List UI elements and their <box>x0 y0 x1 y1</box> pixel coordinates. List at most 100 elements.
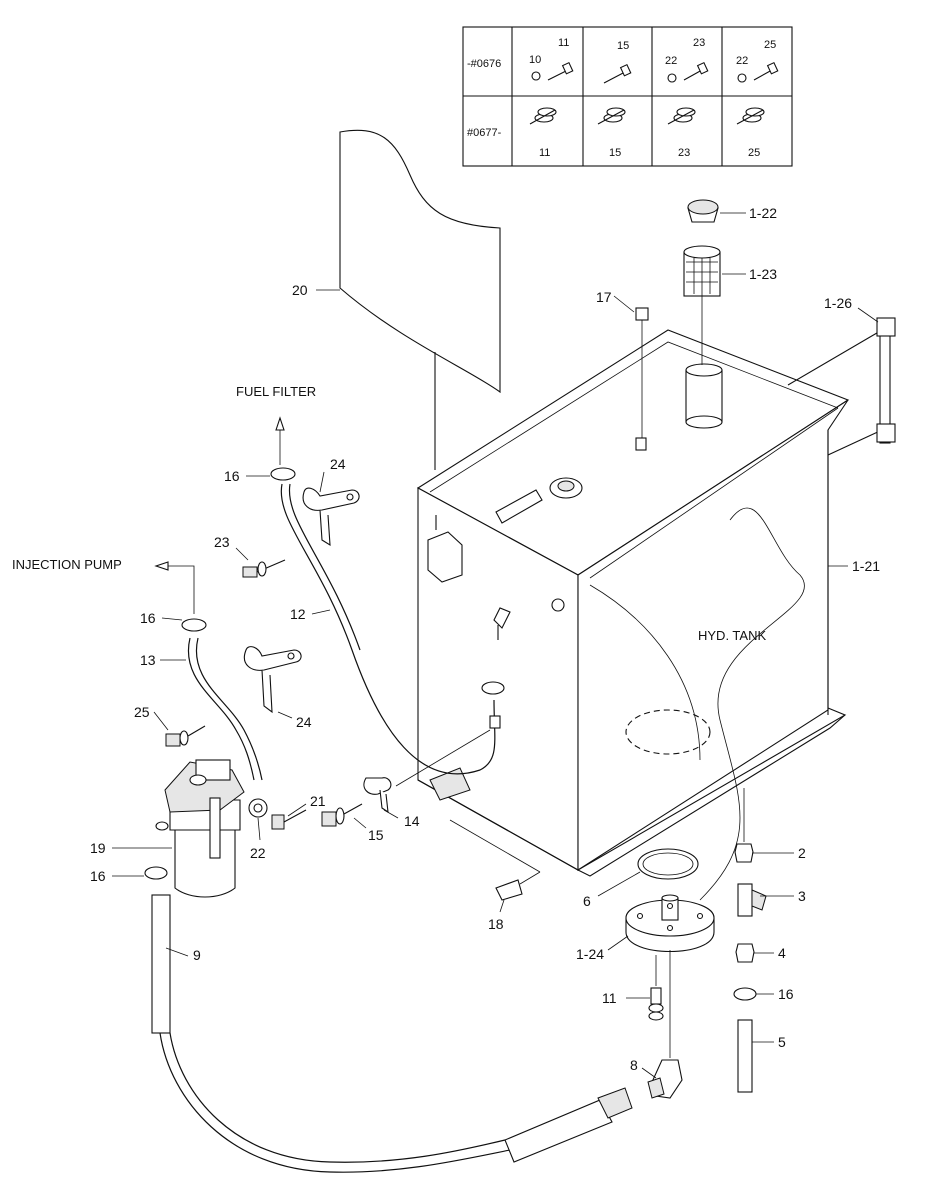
table-part-number: 25 <box>764 39 776 51</box>
hyd-tank-label: HYD. TANK <box>698 628 766 643</box>
flow-arrow-up <box>275 416 285 465</box>
callout-1-22: 1-22 <box>749 205 777 221</box>
elbow-fitting <box>647 1059 683 1099</box>
fuel-filter <box>155 759 245 898</box>
suction-hose <box>151 894 633 1173</box>
bolt-icon <box>547 61 574 81</box>
callout-20: 20 <box>292 282 308 298</box>
callout-2: 2 <box>798 845 806 861</box>
bolt <box>321 803 363 827</box>
callout-15: 15 <box>368 827 384 843</box>
bolt-icon <box>603 63 632 84</box>
hose-nipple <box>735 943 755 963</box>
callout-3: 3 <box>798 888 806 904</box>
leader-lines <box>112 212 879 1079</box>
flow-arrow-left <box>154 561 195 614</box>
callout-16: 16 <box>224 468 240 484</box>
mounting-foot <box>429 767 471 801</box>
drain-valve <box>737 883 753 917</box>
gasket-inner <box>642 852 694 876</box>
table-part-number: 11 <box>539 147 550 159</box>
washer-hole <box>253 803 263 813</box>
supply-hose-outer <box>195 637 263 781</box>
breather-port <box>635 437 647 451</box>
bolt <box>242 559 286 578</box>
plug <box>635 307 649 438</box>
table-part-number: 22 <box>736 55 748 67</box>
fuel-tank-panel <box>339 129 501 470</box>
table-row-serial: #0677- <box>467 127 502 139</box>
callout-1-26: 1-26 <box>824 295 852 311</box>
injection-pump-note: INJECTION PUMP <box>12 557 122 572</box>
callout-13: 13 <box>140 652 156 668</box>
callout-12: 12 <box>290 606 306 622</box>
filler-neck <box>685 363 723 429</box>
callout-19: 19 <box>90 840 106 856</box>
bolt-washer-assembly-icon <box>597 107 626 125</box>
washer-icon <box>531 71 541 81</box>
hose-clip <box>363 715 501 814</box>
hose-clip <box>244 646 302 714</box>
bolt-icon <box>753 61 779 81</box>
bolt <box>648 955 664 1021</box>
table-part-number: 22 <box>665 55 677 67</box>
hose-clamp <box>181 618 207 632</box>
bolt <box>271 809 307 830</box>
callout-24: 24 <box>296 714 312 730</box>
bolt-washer-assembly-icon <box>667 107 696 125</box>
bolt-washer-assembly-icon <box>736 107 765 125</box>
bolt <box>165 725 206 747</box>
hose-clamp <box>144 866 168 880</box>
tank-top-cap <box>549 477 583 499</box>
table-row-serial: -#0676 <box>467 58 501 70</box>
annotations: FUEL FILTER INJECTION PUMP HYD. TANK <box>12 384 766 643</box>
table-part-number: 25 <box>748 147 760 159</box>
callout-16: 16 <box>778 986 794 1002</box>
serial-number-table: -#0676 #0677- 10 11 15 22 23 22 25 <box>462 26 793 167</box>
table-part-number: 15 <box>609 147 621 159</box>
bolt-icon <box>683 61 709 81</box>
tank-port <box>551 598 565 612</box>
callout-8: 8 <box>630 1057 638 1073</box>
level-sight-gauge <box>787 317 896 456</box>
table-part-number: 10 <box>529 54 541 66</box>
return-elbow-fitting <box>493 607 511 640</box>
supply-hose <box>187 637 255 781</box>
hose-clamp <box>270 467 296 481</box>
callout-16: 16 <box>140 610 156 626</box>
callout-6: 6 <box>583 893 591 909</box>
callout-1-23: 1-23 <box>749 266 777 282</box>
callout-17: 17 <box>596 289 612 305</box>
bolt-washer-assembly-icon <box>529 107 557 125</box>
callout-11: 11 <box>602 990 617 1006</box>
callout-25: 25 <box>134 704 150 720</box>
hose-clamp <box>733 987 757 1001</box>
hydraulic-tank <box>416 329 850 901</box>
hose-clip <box>302 487 360 547</box>
part-callouts: 20 1-22 1-23 17 1-26 1-21 16 24 23 12 16… <box>90 205 880 1073</box>
return-hose-outer <box>288 483 361 651</box>
drain-hose <box>737 1019 753 1093</box>
callout-21: 21 <box>310 793 326 809</box>
inspection-port-outline <box>625 709 711 755</box>
adapter-fitting <box>734 843 754 863</box>
callout-1-21: 1-21 <box>852 558 880 574</box>
return-hose <box>280 483 496 775</box>
callout-23: 23 <box>214 534 230 550</box>
table-part-number: 23 <box>693 37 705 49</box>
callout-1-24: 1-24 <box>576 946 604 962</box>
washer-icon <box>737 73 747 83</box>
drain-line <box>733 788 767 1093</box>
washer-icon <box>667 73 677 83</box>
callout-18: 18 <box>488 916 504 932</box>
hose-clamp <box>481 681 505 695</box>
callout-9: 9 <box>193 947 201 963</box>
table-part-number: 11 <box>558 37 569 49</box>
callout-22: 22 <box>250 845 266 861</box>
table-part-number: 15 <box>617 40 629 52</box>
callout-5: 5 <box>778 1034 786 1050</box>
suction-flange <box>625 894 715 1058</box>
tank-lifting-handle <box>495 489 543 524</box>
fuel-filter-note: FUEL FILTER <box>236 384 316 399</box>
